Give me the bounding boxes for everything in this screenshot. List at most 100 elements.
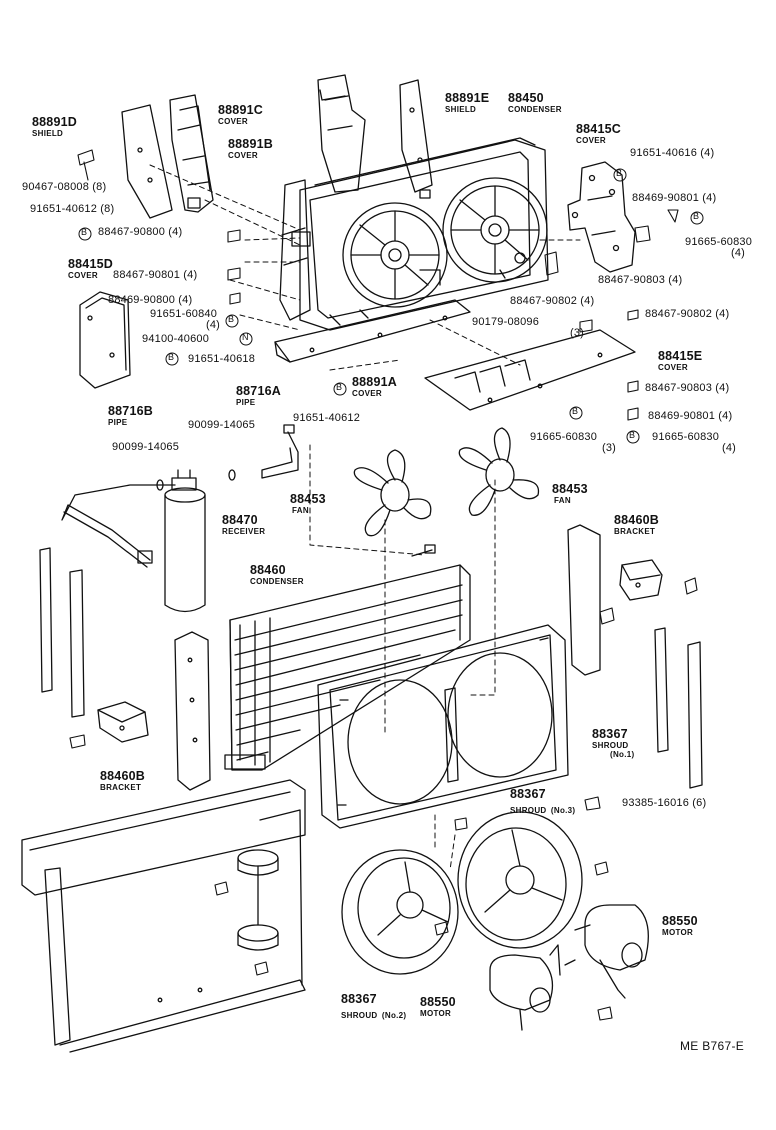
bracket-88460b-right-drawing <box>619 559 663 601</box>
ref-number: 91651-60840 <box>150 308 218 320</box>
part-number: 88367 <box>510 787 546 801</box>
part-name: SHROUD <box>341 1010 378 1020</box>
part-number: 88453 <box>290 492 326 506</box>
part-name: SHROUD <box>510 805 547 815</box>
cover-88891a-drawing <box>274 299 471 363</box>
receiver-88470-drawing <box>164 469 206 613</box>
part-number: 88891E <box>445 91 490 105</box>
part-name: MOTOR <box>662 927 694 937</box>
label-88367-no1: 88367 SHROUD (No.1) <box>592 728 634 759</box>
ref-qty: (3) <box>570 327 585 339</box>
label-88716a: 88716A PIPE <box>236 385 281 407</box>
marker-b: B <box>693 211 700 221</box>
bracket-88460b-left-drawing <box>97 701 149 743</box>
ref-88469-90801: 88469-90801 (4) <box>648 410 733 422</box>
ref-qty: (4) <box>206 319 221 331</box>
diagram-code: ME B767-E <box>680 1039 745 1053</box>
part-number: 88415D <box>68 257 113 271</box>
part-name: COVER <box>352 388 382 398</box>
ref-qty: (3) <box>602 442 617 454</box>
label-88450: 88450 CONDENSER <box>508 92 562 114</box>
label-88415d: 88415D COVER <box>68 258 113 280</box>
fan-88453-right-drawing <box>458 427 540 516</box>
ref-90099-14065-a: 90099-14065 <box>188 419 256 431</box>
part-name: SHIELD <box>32 128 64 138</box>
ref-91665-60830-4: 91665-60830 (4) <box>652 432 736 454</box>
pipe-88716a-drawing <box>228 424 299 481</box>
label-88891a: 88891A COVER <box>352 376 397 398</box>
part-sub: (No.3) <box>550 805 576 815</box>
label-88415c: 88415C COVER <box>576 123 621 145</box>
part-name: PIPE <box>108 417 128 427</box>
part-name: BRACKET <box>100 782 142 792</box>
motor-88550-right-drawing <box>564 904 649 999</box>
part-name: SHIELD <box>445 104 477 114</box>
ref-number: 91665-60830 <box>530 431 598 443</box>
cover-88415d-drawing <box>79 291 131 389</box>
ref-qty: (4) <box>731 247 746 259</box>
label-88891d: 88891D SHIELD <box>32 116 77 138</box>
ref-91651-40618: 91651-40618 <box>188 353 256 365</box>
shield-88891d-drawing <box>121 104 173 219</box>
motor-88550-left-drawing <box>489 944 561 1031</box>
condenser-88450-assembly-drawing <box>279 137 549 331</box>
part-name: FAN <box>292 505 309 515</box>
marker-b: B <box>616 168 623 178</box>
marker-circles <box>78 168 704 444</box>
shroud-88367-no3-drawing <box>457 811 583 949</box>
ref-90467-08008: 90467-08008 (8) <box>22 181 107 193</box>
marker-b: B <box>572 406 579 416</box>
ref-number: 90179-08096 <box>472 316 540 328</box>
cover-88891b-drawing <box>169 94 214 213</box>
part-name: BRACKET <box>614 526 656 536</box>
ref-91665-60830-3: 91665-60830 (3) <box>530 432 616 454</box>
ref-90179-08096: 90179-08096 (3) <box>472 317 584 339</box>
part-number: 88891C <box>218 103 263 117</box>
label-88460b-right: 88460B BRACKET <box>614 514 659 536</box>
part-number: 88460 <box>250 563 286 577</box>
ref-88467-90800: 88467-90800 (4) <box>98 226 183 238</box>
label-88891c: 88891C COVER <box>218 104 263 126</box>
label-88550-left: 88550 MOTOR <box>420 996 456 1018</box>
ref-number: 91665-60830 <box>685 236 753 248</box>
label-88367-no2: 88367 SHROUD (No.2) <box>341 993 406 1022</box>
part-number: 88716A <box>236 384 281 398</box>
dashed-leader-lines <box>149 164 581 871</box>
shroud-88367-no2-drawing <box>341 849 459 975</box>
part-name: COVER <box>218 116 248 126</box>
cover-88415e-drawing <box>424 329 636 411</box>
part-number: 88367 <box>592 727 628 741</box>
ref-88469-90801-top: 88469-90801 (4) <box>632 192 717 204</box>
label-88453-left: 88453 FAN <box>290 493 326 515</box>
part-number: 88716B <box>108 404 153 418</box>
part-name: SHROUD <box>592 740 629 750</box>
part-name: COVER <box>658 362 688 372</box>
part-number: 88460B <box>100 769 145 783</box>
frame-drawing <box>21 779 306 1053</box>
part-name: FAN <box>554 495 571 505</box>
marker-b: B <box>81 227 88 237</box>
part-sub: (No.2) <box>381 1010 407 1020</box>
connector-drawing <box>411 544 436 557</box>
ref-qty: (4) <box>722 442 737 454</box>
part-number: 88550 <box>420 995 456 1009</box>
ref-91651-40612: 91651-40612 <box>293 412 361 424</box>
part-number: 88415C <box>576 122 621 136</box>
ref-88467-90802-mid: 88467-90802 (4) <box>510 295 595 307</box>
ref-88467-90801: 88467-90801 (4) <box>113 269 198 281</box>
ref-91651-60840: 91651-60840 (4) <box>150 309 220 331</box>
part-number: 88550 <box>662 914 698 928</box>
label-88891e: 88891E SHIELD <box>445 92 489 114</box>
ref-88467-90803: 88467-90803 (4) <box>645 382 730 394</box>
marker-n: N <box>242 332 249 342</box>
part-name: PIPE <box>236 397 256 407</box>
part-name: MOTOR <box>420 1008 452 1018</box>
ref-91651-40616: 91651-40616 (4) <box>630 147 715 159</box>
part-number: 88367 <box>341 992 377 1006</box>
label-88367-no3: 88367 SHROUD (No.3) <box>510 788 575 817</box>
label-88415e: 88415E COVER <box>658 350 702 372</box>
side-brackets-drawing <box>39 524 703 791</box>
condenser-88460-drawing <box>224 564 471 771</box>
